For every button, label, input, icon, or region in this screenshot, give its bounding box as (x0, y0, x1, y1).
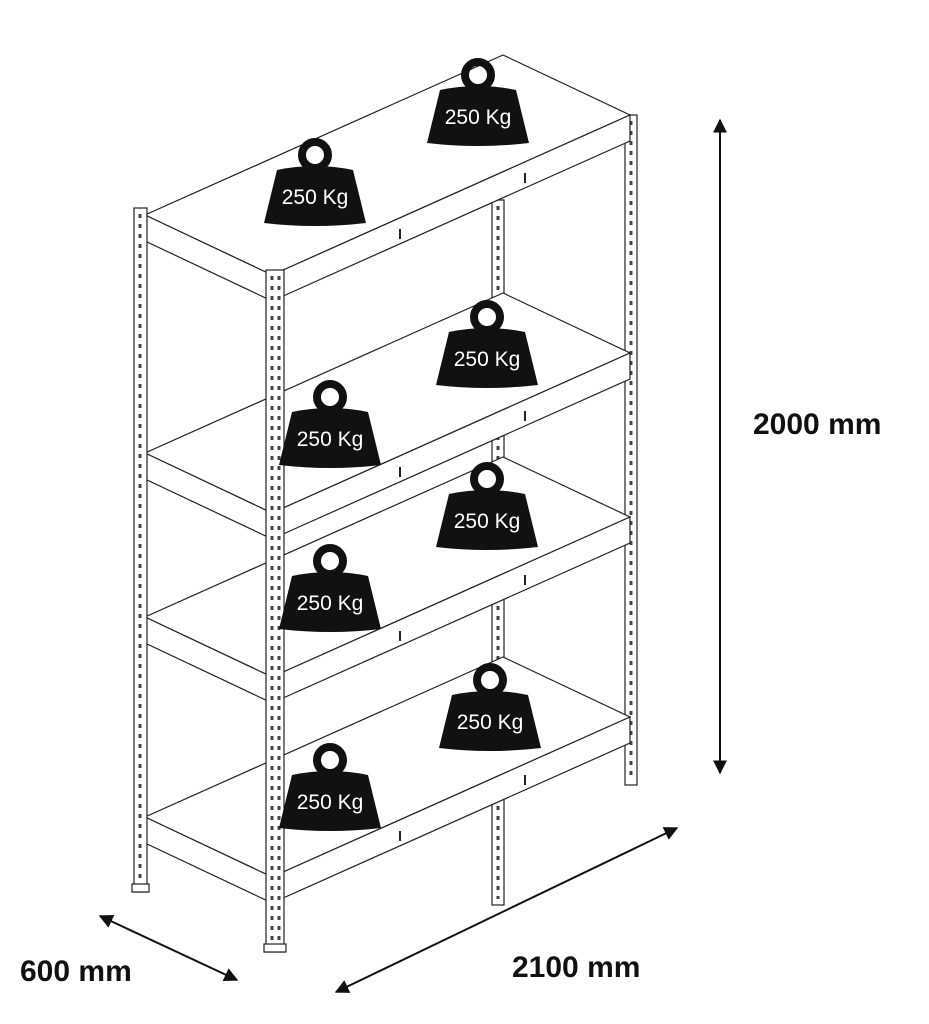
front-right-post (263, 269, 287, 953)
weight-icon: 250 Kg (436, 462, 538, 550)
weight-label: 250 Kg (282, 186, 349, 209)
back-right-post (624, 114, 638, 786)
weight-label: 250 Kg (454, 510, 521, 533)
weight-label: 250 Kg (445, 106, 512, 129)
weight-label: 250 Kg (297, 428, 364, 451)
depth-dimension-arrow (98, 914, 239, 982)
weight-body (279, 572, 381, 632)
weight-label: 250 Kg (297, 791, 364, 814)
weight-body (436, 328, 538, 388)
weight-body (264, 166, 366, 226)
depth-dimension-label: 600 mm (20, 955, 132, 988)
width-dimension-arrow (334, 827, 679, 993)
weight-icon: 250 Kg (264, 138, 366, 226)
width-dimension-label: 2100 mm (512, 951, 640, 984)
front-left-post (131, 207, 150, 893)
weight-icon: 250 Kg (436, 300, 538, 388)
weight-icon: 250 Kg (427, 58, 529, 146)
weights: 250 Kg 250 Kg 250 Kg 250 Kg 250 Kg 250 Kg 250 … (264, 58, 541, 831)
weight-body (279, 771, 381, 831)
weight-body (436, 490, 538, 550)
shelf-structure (131, 54, 638, 953)
post-foot (263, 943, 287, 953)
post-foot (131, 883, 150, 893)
shelf-1 (143, 54, 632, 302)
weight-icon: 250 Kg (279, 544, 381, 632)
height-dimension-label: 2000 mm (753, 408, 881, 441)
weight-icon: 250 Kg (439, 663, 541, 751)
shelf-4 (143, 656, 632, 904)
weight-label: 250 Kg (454, 348, 521, 371)
weight-body (279, 408, 381, 468)
weight-body (439, 691, 541, 751)
weight-body (427, 86, 529, 146)
weight-label: 250 Kg (457, 711, 524, 734)
weight-icon: 250 Kg (279, 743, 381, 831)
weight-icon: 250 Kg (279, 380, 381, 468)
weight-label: 250 Kg (297, 592, 364, 615)
